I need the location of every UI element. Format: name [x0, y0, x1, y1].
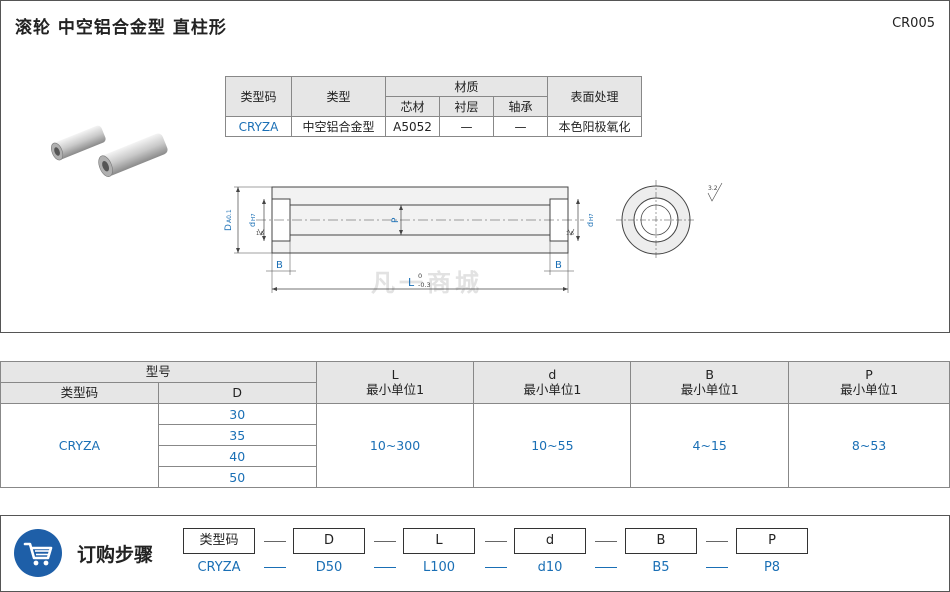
cell-D-value: 40 — [157, 445, 317, 467]
header-P: P 最小单位1 — [788, 361, 950, 404]
order-steps-title: 订购步骤 — [77, 544, 154, 566]
header-L: L 最小单位1 — [315, 361, 475, 404]
order-separator — [374, 541, 396, 542]
product-panel: 滚轮 中空铝合金型 直柱形 CR005 类型码 类型 材质 表面处理 — [0, 0, 950, 333]
dim-P-label: P — [391, 217, 401, 223]
order-field-B: B — [625, 528, 697, 554]
rough-end-view: 3.2 — [708, 185, 718, 192]
order-separator — [595, 541, 617, 542]
order-example-separator — [374, 567, 396, 568]
page-title: 滚轮 中空铝合金型 直柱形 — [15, 18, 227, 38]
cell-D-value: 50 — [157, 466, 317, 488]
order-steps-panel: 订购步骤 类型码 D L d B P CRYZA D50 L100 d10 B5… — [0, 515, 950, 592]
order-example-d: d10 — [537, 560, 563, 575]
rough-right: 1.6 — [566, 231, 574, 237]
spec-value-liner: — — [439, 116, 494, 137]
order-example-type-code: CRYZA — [197, 560, 241, 575]
order-field-P: P — [736, 528, 808, 554]
order-field-type-code: 类型码 — [183, 528, 255, 554]
model-table-panel: 型号 L 最小单位1 d 最小单位1 B 最小单位1 P 最小单位1 类型码 D… — [0, 361, 950, 488]
order-example-L: L100 — [422, 560, 456, 575]
dim-L-label: L — [408, 276, 415, 289]
header-D: D — [157, 382, 317, 404]
spec-header-material: 材质 — [385, 76, 548, 97]
dim-D-tol: A0.1 — [226, 209, 233, 223]
order-example-separator — [706, 567, 728, 568]
spec-header-bearing: 轴承 — [493, 96, 548, 117]
order-example-separator — [485, 567, 507, 568]
header-B: B 最小单位1 — [630, 361, 790, 404]
cell-L-range: 10~300 — [315, 403, 475, 488]
spec-value-bearing: — — [493, 116, 548, 137]
order-separator — [706, 541, 728, 542]
order-example-separator — [595, 567, 617, 568]
cell-B-range: 4~15 — [630, 403, 790, 488]
product-code: CR005 — [892, 16, 935, 31]
dim-L-tol-upper: 0 — [418, 272, 422, 280]
spec-value-type: 中空铝合金型 — [291, 116, 386, 137]
cell-P-range: 8~53 — [788, 403, 950, 488]
header-model: 型号 — [0, 361, 317, 383]
order-field-L: L — [403, 528, 475, 554]
shopping-cart-icon — [14, 529, 62, 577]
dim-D-label: D — [224, 224, 234, 231]
model-table: 型号 L 最小单位1 d 最小单位1 B 最小单位1 P 最小单位1 类型码 D… — [0, 361, 950, 488]
order-example-B: B5 — [652, 560, 670, 575]
rough-left: 1.6 — [256, 231, 264, 237]
dim-L-tol-lower: -0.3 — [418, 281, 431, 289]
order-example-P: P8 — [763, 560, 781, 575]
watermark: 凡一商城 — [371, 269, 483, 297]
spec-table: 类型码 类型 材质 表面处理 芯材 衬层 轴承 CRYZA 中空铝合金型 A50… — [225, 76, 642, 137]
dim-B-left: B — [276, 260, 283, 271]
spec-header-type: 类型 — [291, 76, 386, 117]
order-field-D: D — [293, 528, 365, 554]
dim-d-right-tol: H7 — [589, 213, 595, 221]
technical-drawing: D A0.1 d H7 d H7 1.6 1.6 P B B — [224, 180, 723, 293]
dim-d-left-label: d — [248, 222, 257, 227]
cell-type-code: CRYZA — [0, 403, 159, 488]
dim-d-left-tol: H7 — [251, 213, 257, 221]
spec-header-liner: 衬层 — [439, 96, 494, 117]
order-separator — [264, 541, 286, 542]
dim-B-right: B — [555, 260, 562, 271]
order-example-separator — [264, 567, 286, 568]
spec-header-core: 芯材 — [385, 96, 440, 117]
spec-header-surface: 表面处理 — [547, 76, 642, 117]
spec-value-type-code: CRYZA — [225, 116, 292, 137]
header-d: d 最小单位1 — [473, 361, 632, 404]
cell-d-range: 10~55 — [473, 403, 632, 488]
header-type-code: 类型码 — [0, 382, 159, 404]
order-field-d: d — [514, 528, 586, 554]
spec-value-core: A5052 — [385, 116, 440, 137]
spec-value-surface: 本色阳极氧化 — [547, 116, 642, 137]
order-example-D: D50 — [315, 560, 343, 575]
cell-D-value: 35 — [157, 424, 317, 446]
cell-D-value: 30 — [157, 403, 317, 425]
spec-header-type-code: 类型码 — [225, 76, 292, 117]
product-image — [51, 125, 168, 177]
order-separator — [485, 541, 507, 542]
dim-d-right-label: d — [586, 222, 595, 227]
